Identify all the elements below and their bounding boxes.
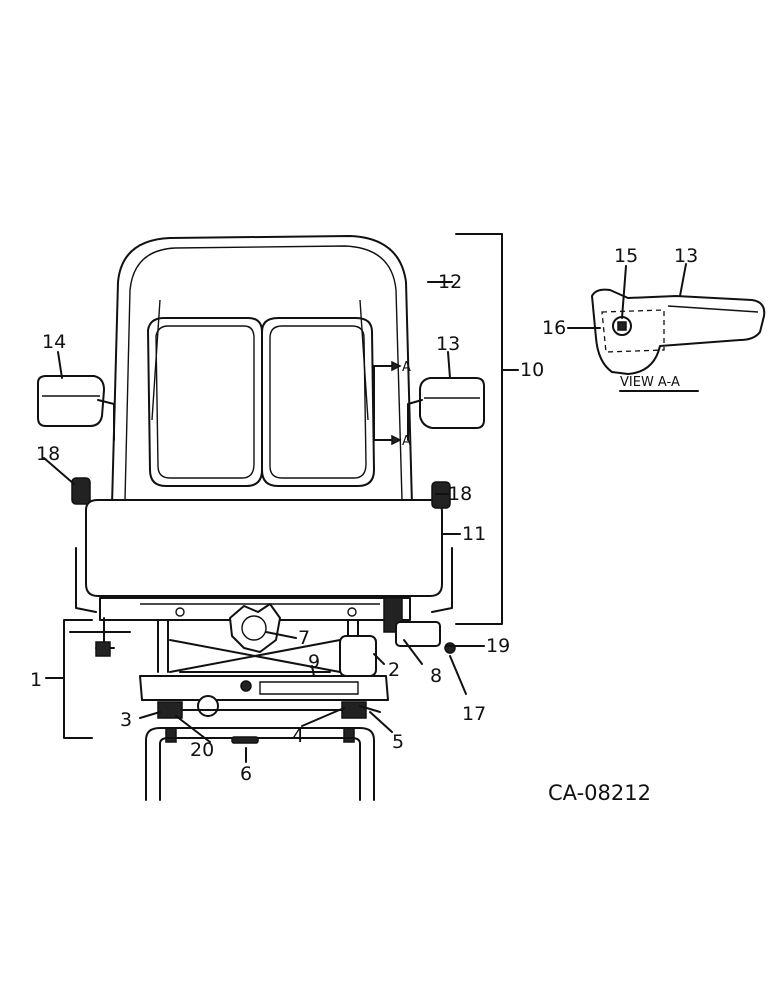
callout-labels: 1 2 3 4 5 6 7 8 9 10 11 12 13 14 17 18 1… — [30, 245, 698, 785]
drawing-code: CA-08212 — [548, 781, 651, 805]
callout-11: 11 — [462, 523, 486, 545]
callout-4: 4 — [292, 725, 304, 747]
armrest-left — [37, 375, 115, 441]
callout-3: 3 — [120, 709, 132, 731]
view-a-a-label: VIEW A-A — [620, 375, 680, 390]
callout-2: 2 — [388, 659, 400, 681]
callout-14: 14 — [42, 331, 66, 353]
detail-callout-16: 16 — [542, 317, 566, 339]
callout-18-right: 18 — [448, 483, 472, 505]
detail-view-a-a: VIEW A-A — [567, 263, 766, 392]
detail-callout-13: 13 — [674, 245, 698, 267]
seat-backrest — [111, 235, 413, 506]
callout-1: 1 — [30, 669, 42, 691]
suspension-mechanism — [69, 597, 456, 743]
callout-19: 19 — [486, 635, 510, 657]
assembly-brackets — [45, 233, 519, 739]
leader-lines — [43, 281, 485, 763]
seat-cushion — [71, 477, 453, 613]
callout-12: 12 — [438, 271, 462, 293]
callout-8: 8 — [430, 665, 442, 687]
armrest-right — [407, 377, 485, 441]
callout-6: 6 — [240, 763, 252, 785]
callout-20: 20 — [190, 739, 214, 761]
section-mark-upper: A — [402, 360, 411, 375]
section-markers: A A — [373, 360, 411, 449]
detail-callout-15: 15 — [614, 245, 638, 267]
callout-7: 7 — [298, 627, 310, 649]
callout-18-left: 18 — [36, 443, 60, 465]
callout-10: 10 — [520, 359, 544, 381]
callout-9: 9 — [308, 651, 320, 673]
base-frame — [145, 727, 375, 801]
callout-5: 5 — [392, 731, 404, 753]
section-mark-lower: A — [402, 434, 411, 449]
callout-17: 17 — [462, 703, 486, 725]
callout-13: 13 — [436, 333, 460, 355]
